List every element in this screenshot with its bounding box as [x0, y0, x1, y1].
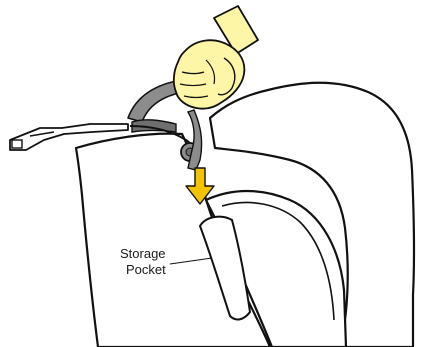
gloved-hand-icon	[174, 6, 258, 109]
held-strap	[188, 110, 202, 170]
callout-line-1: Storage	[120, 246, 166, 261]
callout-line-2: Pocket	[126, 262, 166, 277]
